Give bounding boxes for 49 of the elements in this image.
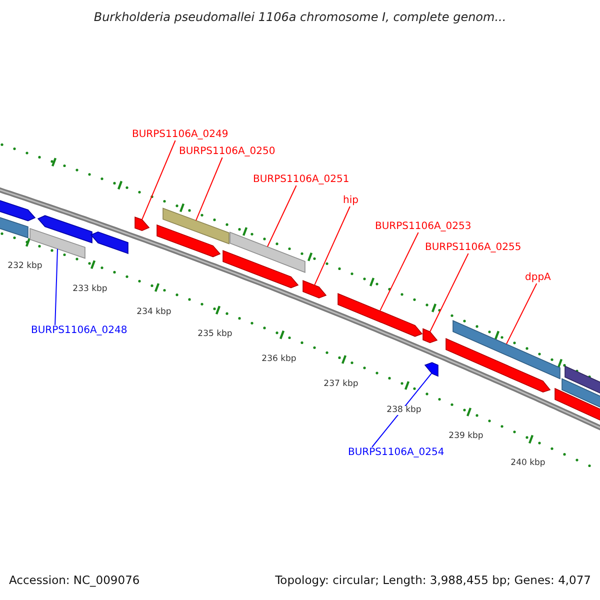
gene-label: BURPS1106A_0251: [253, 174, 350, 186]
scale-label: 239 kbp: [448, 432, 484, 442]
leader-line: [372, 372, 432, 448]
gene-block: [424, 362, 438, 377]
gene-block: [452, 320, 560, 380]
footer-text: Topology: circular; Length: 3,988,455 bp; Genes: 4,077: [275, 574, 591, 588]
gene-block: [162, 208, 230, 244]
leader-line: [54, 248, 58, 326]
gene-label: BURPS1106A_0254: [348, 447, 444, 458]
title: Burkholderia pseudomallei 1106a chromosome I, complete genom...: [92, 11, 508, 25]
gene-label: BURPS1106A_0250: [179, 146, 276, 158]
gene-block: [37, 215, 92, 244]
gene-label: hip: [343, 195, 358, 206]
gene-block: [0, 215, 28, 238]
gene-label: BURPS1106A_0253: [375, 221, 472, 232]
gene-block: [554, 388, 600, 424]
gene-label: BURPS1106A_0249: [132, 129, 228, 140]
gene-block: [90, 231, 128, 254]
leader-line: [430, 253, 469, 332]
gene-block: [302, 280, 327, 298]
leader-line: [267, 185, 297, 248]
scale-label: 236 kbp: [260, 354, 298, 365]
scale-label: 234 kbp: [136, 308, 172, 318]
leader-line: [196, 157, 223, 221]
gene-block: [564, 365, 600, 396]
scale-label: 233 kbp: [72, 284, 108, 294]
leader-line: [142, 140, 176, 220]
gene-block: [134, 216, 150, 232]
scale-label: 235 kbp: [196, 330, 234, 340]
gene-block: [222, 250, 299, 288]
gene-block: [156, 224, 221, 258]
gene-block: [562, 378, 600, 410]
leader-line: [506, 283, 538, 344]
scale-label: 237 kbp: [322, 380, 360, 390]
gene-block: [422, 328, 438, 344]
scale-label: 238 kbp: [386, 406, 422, 416]
leader-line: [380, 232, 419, 312]
gene-block: [230, 232, 306, 273]
scale-label: 240 kbp: [510, 459, 546, 469]
leader-line: [314, 206, 350, 286]
footer-text: Accession: NC_009076: [9, 574, 140, 588]
gene-block: [0, 198, 36, 222]
gene-block: [446, 338, 551, 393]
gene-label: dppA: [525, 272, 551, 284]
gene-label: BURPS1106A_0255: [425, 242, 522, 254]
gene-block: [338, 293, 423, 337]
scale-label: 232 kbp: [6, 262, 44, 272]
gene-label: BURPS1106A_0248: [31, 325, 128, 336]
gene-block: [30, 228, 86, 259]
